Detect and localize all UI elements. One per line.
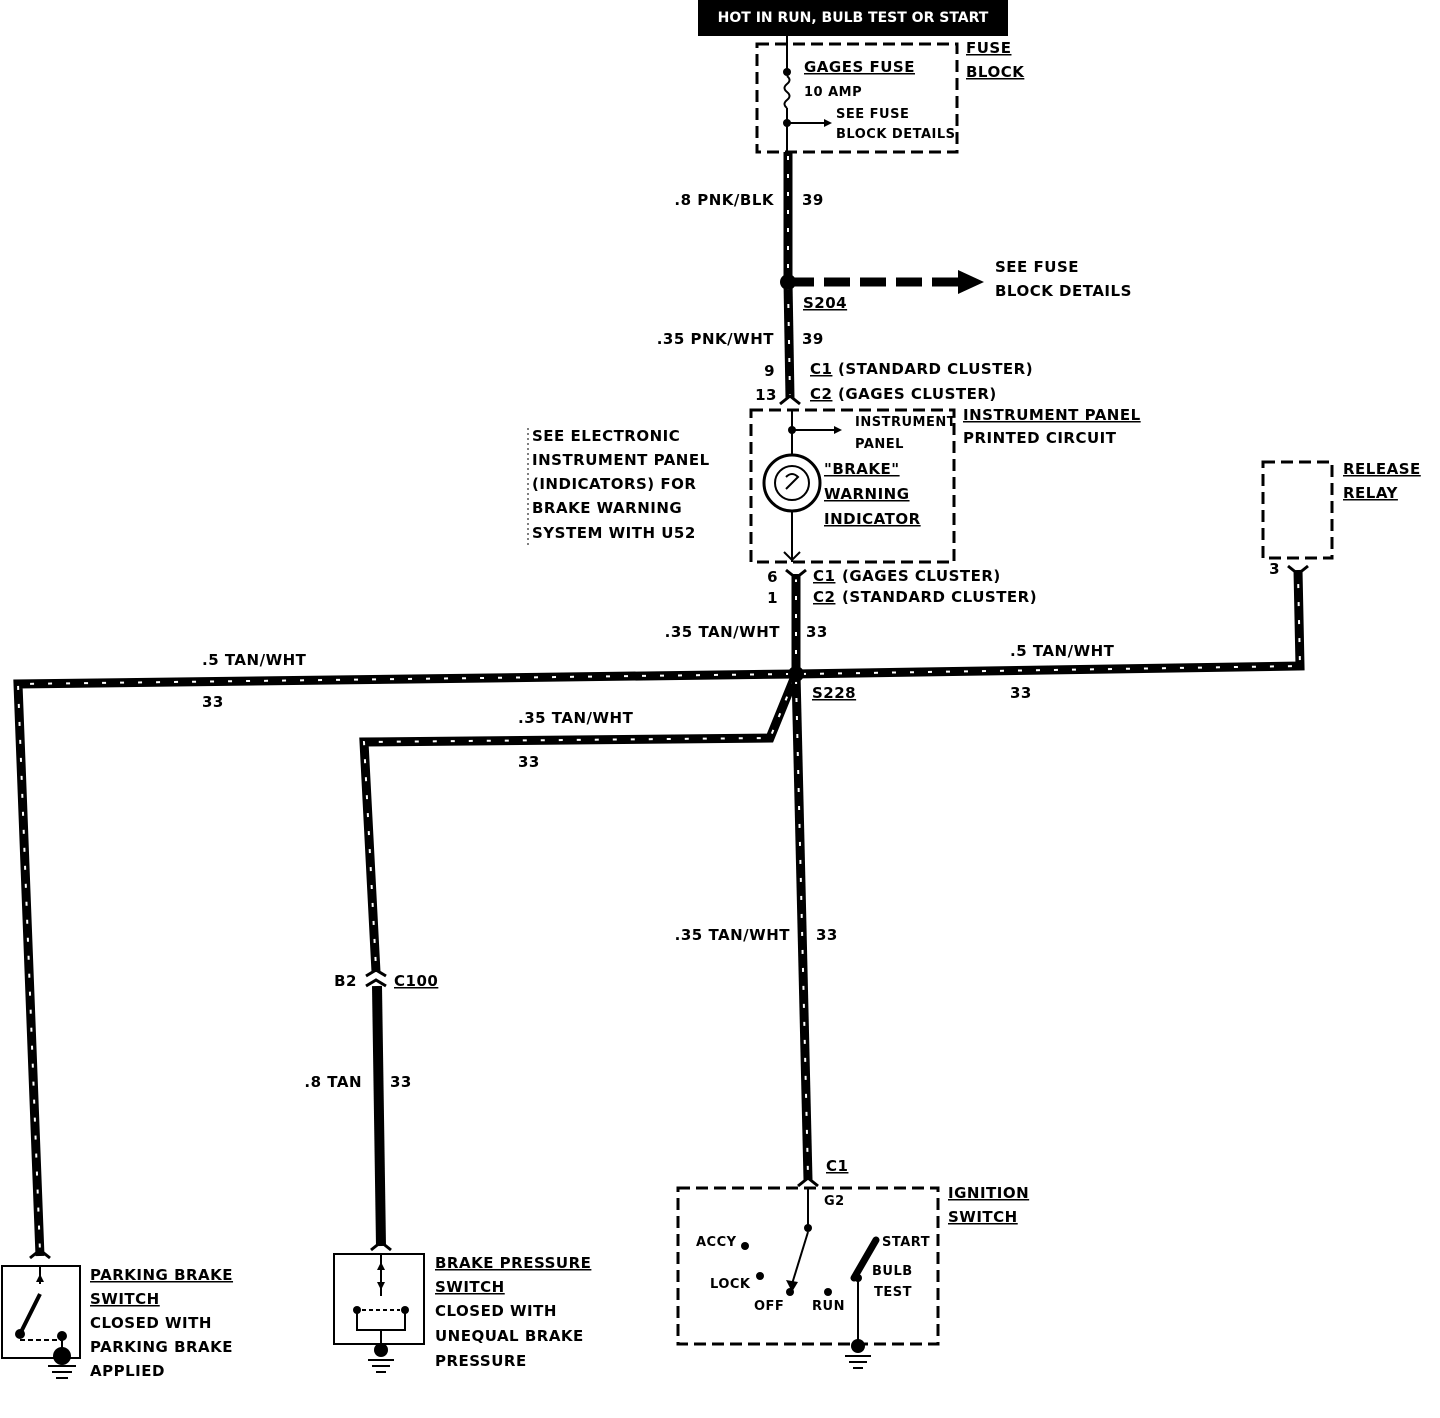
parking-switch-line3: CLOSED WITH [90,1314,212,1332]
parking-switch-line4: PARKING BRAKE [90,1338,233,1356]
wire-33-left [13,669,797,1257]
ignition-title-line2: SWITCH [948,1208,1018,1226]
ignition-pos-accy: ACCY [696,1235,737,1250]
splice-s204: S204 SEE FUSE BLOCK DETAILS [780,258,1132,312]
connector-bottom-c2: C2 [813,588,835,606]
branch-arrow-icon [958,270,984,294]
ignition-pos-run: RUN [812,1299,845,1314]
wire-39-top-circuit: 39 [802,191,824,209]
connector-top-pin-c1: 9 [764,362,775,380]
brake-pressure-switch: BRAKE PRESSURE SWITCH CLOSED WITH UNEQUA… [333,1240,591,1373]
wire-33-left-circuit: 33 [202,693,224,711]
ignition-pos-bulb-line1: BULB [872,1264,913,1279]
release-relay: RELEASE RELAY 3 [1261,460,1421,578]
connector-top-pin-c2: 13 [755,386,777,404]
ignition-pos-start: START [882,1235,930,1250]
ip-ref-line2: PANEL [855,437,904,452]
pressure-switch-line3: CLOSED WITH [435,1302,557,1320]
fuse-rating: 10 AMP [804,85,862,100]
connector-top-c1: C1 [810,360,832,378]
s204-ref-line2: BLOCK DETAILS [995,282,1132,300]
fuse-block: GAGES FUSE 10 AMP SEE FUSE BLOCK DETAILS… [755,36,1025,154]
c100-pin: B2 [334,972,357,990]
note-line4: BRAKE WARNING [532,499,682,517]
connector-bottom: 6 1 C1 (GAGES CLUSTER) C2 (STANDARD CLUS… [767,567,1037,607]
wire-39-bottom-gauge: .35 PNK/WHT [657,330,775,348]
note-line5: SYSTEM WITH U52 [532,524,696,542]
release-relay-line2: RELAY [1343,484,1399,502]
wire-33-upper-circuit: 33 [806,623,828,641]
splice-s228-label: S228 [812,684,856,702]
indicator-line3: INDICATOR [824,510,921,528]
wire-33-mid-gauge: .35 TAN/WHT [518,709,634,727]
wire-33-brake-pressure [372,985,386,1247]
parking-switch-line5: APPLIED [90,1362,165,1380]
fuse-details-line1: SEE FUSE [836,107,909,122]
fuse-name: GAGES FUSE [804,58,915,76]
c100-name: C100 [394,972,438,990]
parking-switch-line1: PARKING BRAKE [90,1266,233,1284]
ignition-connector: C1 [826,1157,848,1175]
fuse-block-title-line2: BLOCK [966,63,1025,81]
wires [13,152,1305,1257]
ip-title-line2: PRINTED CIRCUIT [963,429,1117,447]
ignition-switch: C1 G2 ACCY LOCK OFF RUN START BULB TEST … [676,1157,1029,1369]
wire-33-left-gauge: .5 TAN/WHT [202,651,307,669]
fuse-details-line2: BLOCK DETAILS [836,127,956,142]
pressure-switch-line5: PRESSURE [435,1352,527,1370]
ignition-pin: G2 [824,1194,845,1209]
wire-33-upper-gauge: .35 TAN/WHT [665,623,781,641]
wire-33-right-gauge: .5 TAN/WHT [1010,642,1115,660]
connector-top: 9 13 C1 (STANDARD CLUSTER) C2 (GAGES CLU… [755,360,1033,406]
wire-33-ignition [791,673,813,1181]
splice-s204-label: S204 [803,294,847,312]
indicator-line2: WARNING [824,485,910,503]
wire-33-brake-pressure-gauge: .8 TAN [304,1073,362,1091]
connector-bottom-c2-desc: (STANDARD CLUSTER) [842,588,1037,606]
wire-33-mid-circuit: 33 [518,753,540,771]
pressure-switch-line2: SWITCH [435,1278,505,1296]
parking-switch-line2: SWITCH [90,1290,160,1308]
connector-bottom-c1: C1 [813,567,835,585]
connector-bottom-c1-desc: (GAGES CLUSTER) [842,567,1001,585]
connector-bottom-pin-c1: 6 [767,568,778,586]
power-source-header: HOT IN RUN, BULB TEST OR START [698,0,1008,36]
wire-33-ignition-circuit: 33 [816,926,838,944]
note-line3: (INDICATORS) FOR [532,475,696,493]
connector-bottom-pin-c2: 1 [767,589,778,607]
release-relay-line1: RELEASE [1343,460,1421,478]
connector-top-c2: C2 [810,385,832,403]
instrument-panel-printed-circuit: INSTRUMENT PANEL "BRAKE" WARNING INDICAT… [749,406,1141,564]
ip-title-line1: INSTRUMENT PANEL [963,406,1141,424]
pressure-switch-line4: UNEQUAL BRAKE [435,1327,584,1345]
fuse-block-title-line1: FUSE [966,39,1011,57]
wire-39-top-gauge: .8 PNK/BLK [674,191,774,209]
header-text: HOT IN RUN, BULB TEST OR START [718,10,989,26]
connector-c100: B2 C100 [334,968,438,990]
s204-ref-line1: SEE FUSE [995,258,1079,276]
note-line2: INSTRUMENT PANEL [532,451,710,469]
ignition-pos-lock: LOCK [710,1277,751,1292]
wire-33-mid [359,672,801,973]
splice-s228: S228 [788,666,856,702]
electronic-ip-note: SEE ELECTRONIC INSTRUMENT PANEL (INDICAT… [527,427,710,545]
ignition-title-line1: IGNITION [948,1184,1029,1202]
parking-brake-switch: PARKING BRAKE SWITCH CLOSED WITH PARKING… [1,1248,233,1380]
pressure-switch-line1: BRAKE PRESSURE [435,1254,591,1272]
release-relay-pin: 3 [1269,560,1280,578]
connector-top-c2-desc: (GAGES CLUSTER) [838,385,997,403]
connector-top-c1-desc: (STANDARD CLUSTER) [838,360,1033,378]
ip-ref-line1: INSTRUMENT [855,415,956,430]
indicator-line1: "BRAKE" [824,460,900,478]
wire-33-ignition-gauge: .35 TAN/WHT [675,926,791,944]
note-line1: SEE ELECTRONIC [532,427,680,445]
wire-39-bottom-circuit: 39 [802,330,824,348]
ignition-pos-bulb-line2: TEST [874,1285,912,1300]
wire-33-brake-pressure-circuit: 33 [390,1073,412,1091]
wire-33-right-circuit: 33 [1010,684,1032,702]
ignition-pos-off: OFF [754,1299,784,1314]
